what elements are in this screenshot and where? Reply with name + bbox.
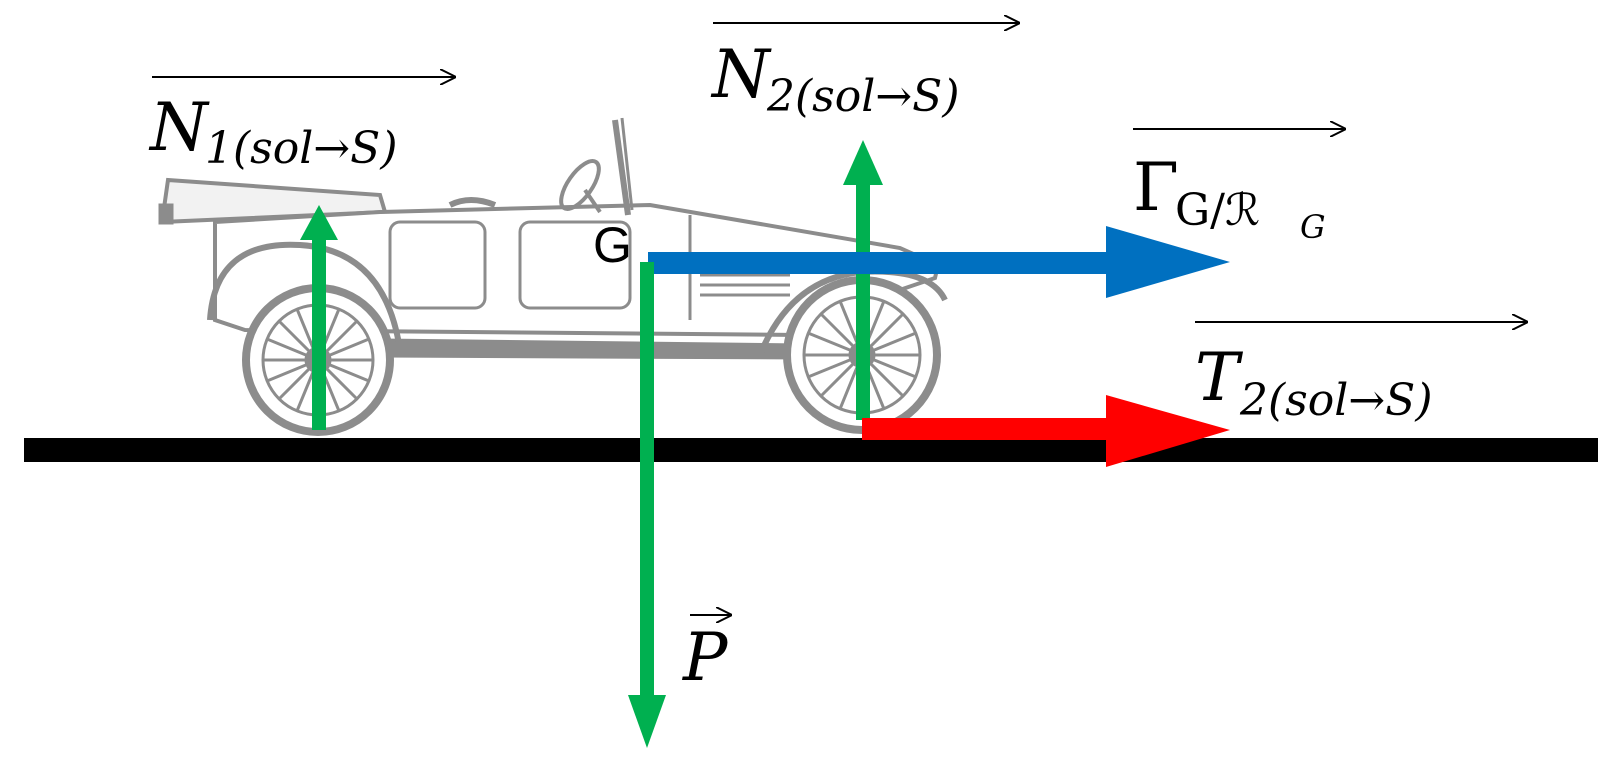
- label-t2: T 2(sol→S): [1195, 322, 1528, 426]
- label-p: P: [682, 615, 732, 696]
- force-arrow-n1: [300, 205, 338, 430]
- car-illustration: [158, 117, 948, 436]
- label-n2-symbol: N: [710, 36, 772, 113]
- label-gamma-subscript-tail: G: [1300, 208, 1326, 246]
- label-n2-subscript: 2(sol→S): [766, 71, 959, 122]
- label-n1: N 1(sol→S): [148, 77, 456, 174]
- force-arrow-p: [628, 262, 666, 748]
- label-gamma-symbol: Γ: [1133, 149, 1179, 226]
- point-label-g: G: [593, 217, 632, 273]
- label-gamma: Γ G/ℛ G: [1133, 129, 1346, 246]
- label-t2-subscript: 2(sol→S): [1239, 375, 1432, 426]
- label-gamma-subscript: G/ℛ: [1175, 185, 1260, 236]
- label-n2: N 2(sol→S): [710, 23, 1020, 122]
- ground-line: [24, 438, 1598, 462]
- force-arrow-gamma: [648, 226, 1230, 298]
- force-arrow-n2: [843, 140, 883, 420]
- force-arrow-t2: [862, 395, 1230, 467]
- label-p-symbol: P: [682, 619, 729, 696]
- label-n1-subscript: 1(sol→S): [205, 123, 397, 174]
- label-t2-symbol: T: [1195, 339, 1244, 416]
- label-n1-symbol: N: [148, 89, 210, 166]
